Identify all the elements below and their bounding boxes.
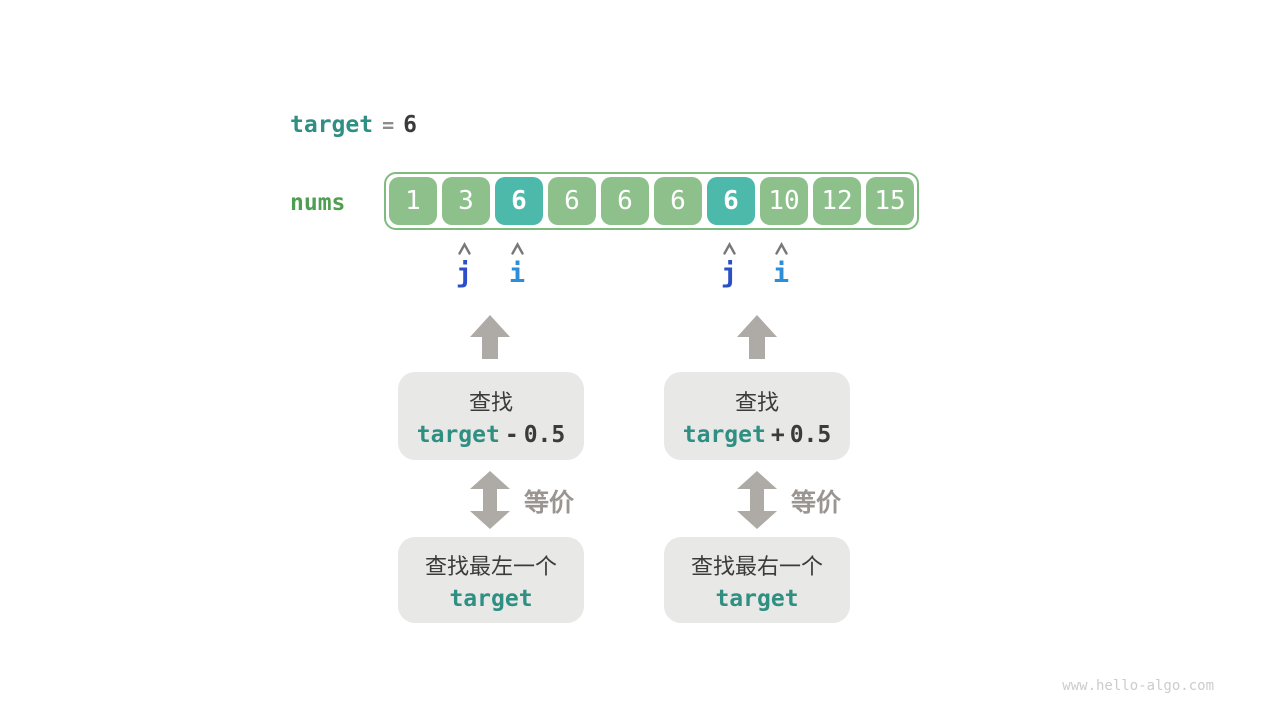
array-cell: 1 bbox=[389, 177, 437, 225]
expr-operator: - bbox=[504, 421, 519, 448]
caret-up-icon bbox=[510, 242, 524, 255]
caret-up-icon bbox=[722, 242, 736, 255]
equivalence-label-right: 等价 bbox=[791, 488, 842, 517]
pointer-i-right: i bbox=[761, 242, 801, 288]
result-keyword-line: target bbox=[715, 586, 798, 612]
array-cell: 15 bbox=[866, 177, 914, 225]
array-cell: 6 bbox=[707, 177, 755, 225]
result-label: 查找最左一个 bbox=[424, 554, 557, 580]
pointer-j-right: j bbox=[709, 242, 749, 288]
nums-label: nums bbox=[290, 190, 346, 216]
target-variable: target bbox=[290, 112, 374, 138]
pointer-j-label: j bbox=[720, 258, 738, 289]
array-cell: 3 bbox=[442, 177, 490, 225]
array-cell: 6 bbox=[601, 177, 649, 225]
array-cell: 6 bbox=[495, 177, 543, 225]
result-keyword: target bbox=[715, 585, 799, 612]
expr-keyword: target bbox=[682, 421, 766, 448]
target-value: 6 bbox=[403, 112, 417, 138]
search-label: 查找 bbox=[468, 390, 513, 416]
pointer-i-left: i bbox=[497, 242, 537, 288]
pointer-i-label: i bbox=[508, 258, 526, 289]
array-cell: 10 bbox=[760, 177, 808, 225]
result-box-left: 查找最左一个 target bbox=[398, 537, 584, 623]
up-block-arrow bbox=[737, 315, 777, 359]
equals-sign: = bbox=[382, 113, 395, 137]
expr-operator: + bbox=[770, 421, 785, 448]
search-box-left: 查找 target-0.5 bbox=[398, 372, 584, 460]
double-arrow-icon bbox=[470, 471, 510, 529]
caret-up-icon bbox=[774, 242, 788, 255]
search-label: 查找 bbox=[734, 390, 779, 416]
array-cell: 12 bbox=[813, 177, 861, 225]
array-cell: 6 bbox=[654, 177, 702, 225]
target-assignment: target = 6 bbox=[290, 112, 417, 138]
result-box-right: 查找最右一个 target bbox=[664, 537, 850, 623]
expr-operand: 0.5 bbox=[523, 421, 566, 448]
caret-up-icon bbox=[457, 242, 471, 255]
result-label: 查找最右一个 bbox=[690, 554, 823, 580]
up-block-arrow bbox=[470, 315, 510, 359]
array-cell: 6 bbox=[548, 177, 596, 225]
pointer-i-label: i bbox=[772, 258, 790, 289]
double-arrow-icon bbox=[737, 471, 777, 529]
result-keyword: target bbox=[449, 585, 533, 612]
expr-operand: 0.5 bbox=[789, 421, 832, 448]
watermark: www.hello-algo.com bbox=[1062, 678, 1214, 694]
search-expression: target-0.5 bbox=[417, 422, 566, 448]
pointer-j-left: j bbox=[444, 242, 484, 288]
expr-keyword: target bbox=[416, 421, 500, 448]
pointer-j-label: j bbox=[455, 258, 473, 289]
equivalence-label-left: 等价 bbox=[524, 488, 575, 517]
search-expression: target+0.5 bbox=[683, 422, 832, 448]
result-keyword-line: target bbox=[449, 586, 532, 612]
search-box-right: 查找 target+0.5 bbox=[664, 372, 850, 460]
